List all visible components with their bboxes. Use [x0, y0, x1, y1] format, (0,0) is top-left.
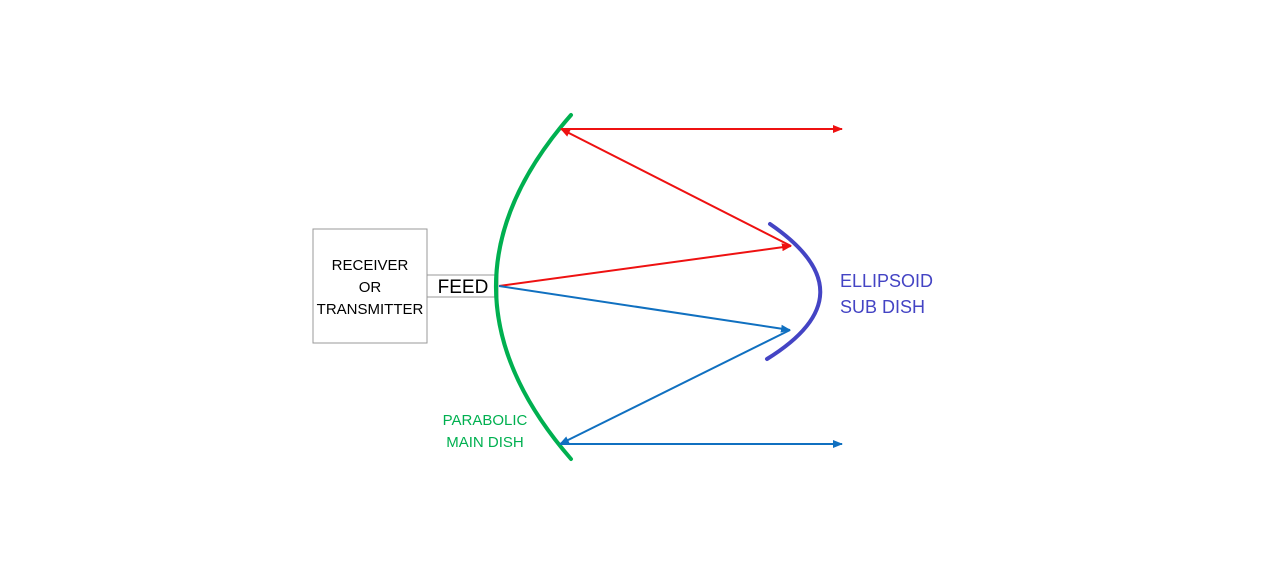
subdish-to-maindish-ray-upper — [560, 128, 792, 247]
main-dish-label-line-1: PARABOLIC — [443, 412, 528, 429]
ellipsoid-sub-dish — [765, 222, 823, 361]
receiver-box-frame — [312, 228, 428, 344]
main-dish-label-line-2: MAIN DISH — [446, 434, 524, 451]
subdish-to-maindish-ray-lower — [559, 329, 791, 445]
receiver-label-line-3: TRANSMITTER — [317, 301, 424, 318]
feed-to-subdish-ray-lower — [498, 285, 791, 333]
feed-label: FEED — [438, 277, 489, 298]
receiver-label-line-2: OR — [359, 279, 382, 296]
receiver-transmitter-box: RECEIVER OR TRANSMITTER — [312, 228, 428, 344]
feed-to-subdish-ray-upper — [498, 243, 792, 287]
parabolic-main-dish — [494, 113, 573, 461]
sub-dish-label-line-2: SUB DISH — [840, 297, 925, 317]
sub-dish-label-line-1: ELLIPSOID — [840, 271, 933, 291]
receiver-label-line-1: RECEIVER — [332, 257, 409, 274]
lower-ray-path — [498, 285, 843, 448]
upper-ray-path — [498, 125, 843, 287]
